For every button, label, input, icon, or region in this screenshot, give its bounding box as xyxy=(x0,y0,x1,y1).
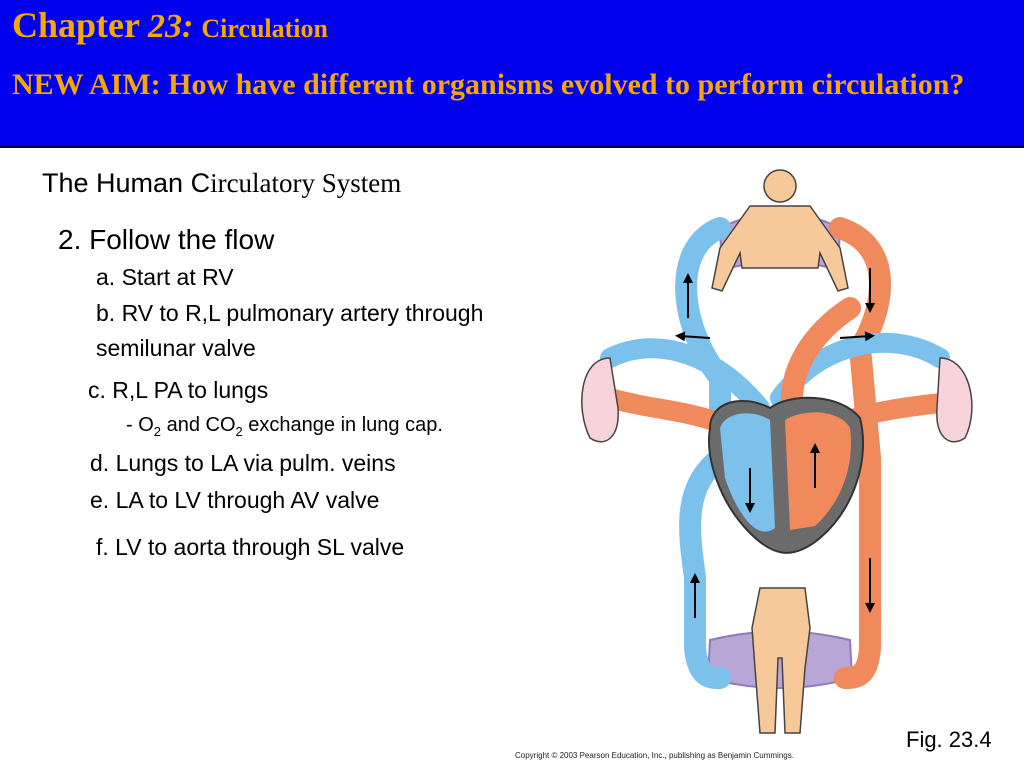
chapter-word: Chapter xyxy=(12,5,140,45)
step-f: f. LV to aorta through SL valve xyxy=(96,534,405,560)
right-lung xyxy=(936,357,973,443)
gas-text-3: exchange in lung cap. xyxy=(242,414,443,436)
slide-subtitle: The Human Circulatory System xyxy=(42,168,401,199)
gas-sub-1: 2 xyxy=(153,424,162,439)
chapter-topic: Circulation xyxy=(201,14,328,43)
step-e: e. LA to LV through AV valve xyxy=(90,487,380,513)
chapter-number: 23: xyxy=(148,8,194,45)
circulation-diagram xyxy=(581,169,973,734)
subtitle-part-b: irculatory System xyxy=(210,168,402,198)
step-c: c. R,L PA to lungs xyxy=(88,377,269,403)
heart-left-side xyxy=(785,412,851,530)
step-b-line1: b. RV to R,L pulmonary artery through xyxy=(96,300,484,326)
step-d: d. Lungs to LA via pulm. veins xyxy=(90,450,396,476)
gas-text-1: - O xyxy=(126,414,154,436)
step-b-line2: semilunar valve xyxy=(96,335,256,361)
pulmonary-artery-left xyxy=(600,338,770,418)
chapter-title: Chapter 23: Circulation xyxy=(12,4,328,46)
subtitle-part-a: The Human C xyxy=(42,168,211,198)
slide-header: Chapter 23: Circulation NEW AIM: How hav… xyxy=(0,0,1024,148)
aim-text: NEW AIM: How have different organisms ev… xyxy=(12,68,965,101)
step-a: a. Start at RV xyxy=(96,264,234,290)
gas-sub-2: 2 xyxy=(235,424,243,439)
gas-text-2: and CO xyxy=(161,414,236,436)
copyright-notice: Copyright © 2003 Pearson Education, Inc.… xyxy=(515,751,794,760)
step-gas-exchange: - O2 and CO2 exchange in lung cap. xyxy=(126,414,443,439)
flow-arrows xyxy=(675,268,875,618)
heart-right-side xyxy=(720,413,775,532)
figure-caption: Fig. 23.4 xyxy=(906,727,992,752)
left-lung xyxy=(581,357,619,443)
lower-body-figure xyxy=(751,587,811,734)
step-follow-flow: 2. Follow the flow xyxy=(58,224,275,255)
upper-body-figure xyxy=(711,169,849,292)
